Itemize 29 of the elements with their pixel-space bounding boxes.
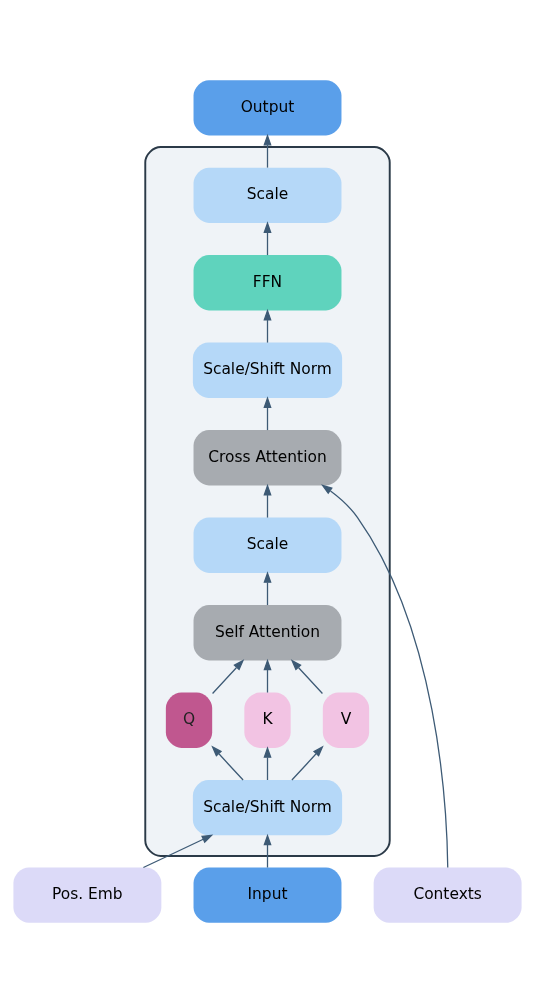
arrow (263, 133, 272, 169)
arrow (263, 308, 272, 344)
node-box: Scale (193, 517, 342, 573)
node-box: Input (193, 867, 342, 923)
arrow (263, 483, 272, 519)
arrow (263, 571, 272, 606)
arrow (211, 659, 245, 695)
node-box: Self Attention (193, 605, 342, 661)
node-box: Q (165, 692, 213, 748)
node-box: Output (193, 80, 342, 136)
arrow (263, 833, 272, 869)
node-box: Scale/Shift Norm (192, 780, 343, 836)
node-box: K (244, 692, 291, 748)
arrow (291, 745, 324, 781)
arrow (263, 746, 272, 781)
node-box: Contexts (373, 867, 522, 923)
node-box: Cross Attention (193, 430, 342, 486)
node-box: V (322, 692, 370, 748)
arrow (211, 745, 244, 781)
arrow (263, 396, 272, 431)
arrow (263, 221, 272, 256)
arrow (321, 484, 449, 869)
node-box: Scale/Shift Norm (192, 342, 343, 398)
arrow (263, 658, 272, 694)
node-box: Scale (193, 167, 342, 223)
arrow (142, 834, 214, 869)
node-box: FFN (193, 255, 342, 311)
node-box: Pos. Emb (13, 867, 162, 923)
arrow (290, 659, 324, 695)
